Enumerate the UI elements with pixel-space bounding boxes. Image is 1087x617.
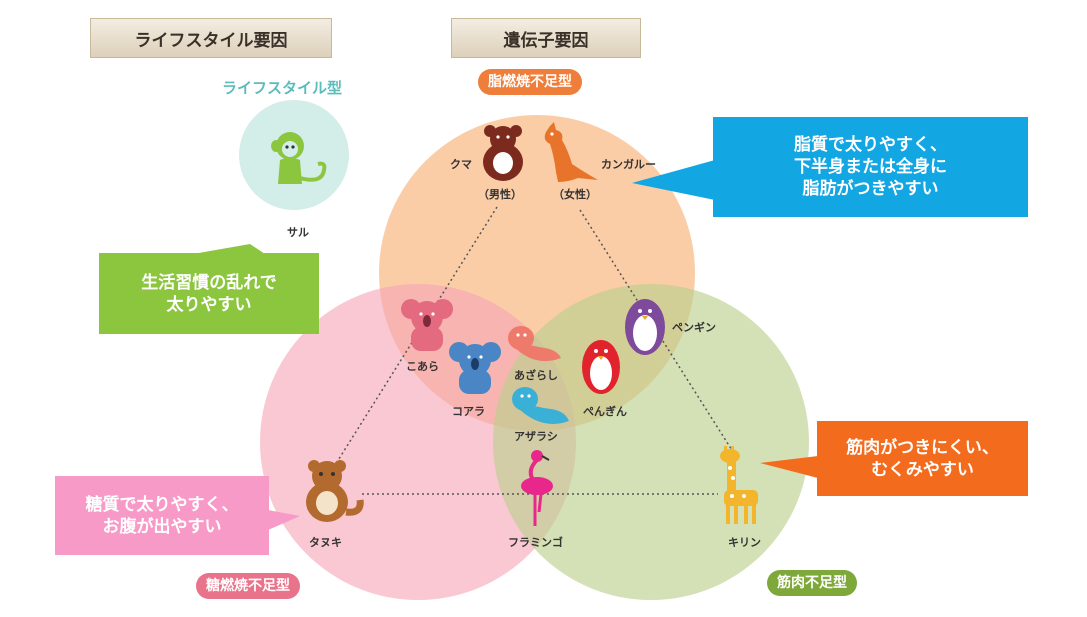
tanuki-label: タヌキ: [309, 536, 342, 549]
muscle-callout: 筋肉がつきにくい、 むくみやすい: [817, 421, 1028, 496]
lifestyle-callout-line: 太りやすい: [166, 294, 252, 315]
muscle-type-label: 筋肉不足型: [767, 570, 857, 596]
penguin-icon: [625, 299, 665, 355]
sugar-callout: 糖質で太りやすく、 お腹が出やすい: [55, 476, 269, 555]
lifestyle-factor-header: ライフスタイル要因: [90, 18, 332, 58]
monkey-label: サル: [287, 226, 309, 239]
sugar-callout-line: お腹が出やすい: [102, 516, 222, 537]
muscle-callout-line: むくみやすい: [871, 459, 974, 480]
callout-pointer: [268, 510, 300, 530]
callout-pointer: [760, 456, 818, 478]
sugar-circle: [260, 284, 576, 600]
female-label: （女性）: [553, 188, 597, 201]
sugar-callout-line: 糖質で太りやすく、: [85, 494, 239, 515]
fat-callout: 脂質で太りやすく、 下半身または全身に 脂肪がつきやすい: [713, 117, 1028, 217]
kangaroo-label: カンガルー: [601, 158, 656, 171]
red-penguin-icon: [582, 340, 620, 394]
kangaroo-icon: [544, 122, 598, 182]
penguin-label: ペンギン: [672, 321, 716, 334]
fat-callout-line: 脂質で太りやすく、: [794, 135, 947, 155]
blue-seal-icon: [512, 387, 569, 424]
pink-koala-label: こあら: [406, 360, 439, 373]
genetic-factor-header: 遺伝子要因: [451, 18, 641, 58]
flamingo-label: フラミンゴ: [508, 536, 563, 549]
giraffe-label: キリン: [728, 536, 761, 549]
bear-label: クマ: [450, 158, 472, 171]
callout-pointer: [632, 160, 715, 200]
pink-koala-icon: [401, 299, 453, 351]
giraffe-icon: [720, 446, 758, 524]
bear-icon: [483, 125, 523, 181]
pink-seal-icon: [508, 326, 561, 362]
blue-koala-icon: [449, 342, 501, 394]
fat-callout-line: 下半身または全身に: [794, 157, 947, 177]
monkey-icon: [271, 132, 327, 184]
callout-pointer: [193, 244, 265, 254]
pink-seal-label: あざらし: [514, 369, 558, 382]
fat-type-label: 脂燃焼不足型: [478, 69, 582, 95]
muscle-callout-line: 筋肉がつきにくい、: [846, 437, 999, 458]
red-penguin-label: ぺんぎん: [583, 405, 627, 418]
lifestyle-type-title: ライフスタイル型: [222, 79, 343, 97]
blue-koala-label: コアラ: [452, 405, 485, 418]
male-label: （男性）: [478, 188, 522, 201]
tanuki-icon: [306, 460, 364, 522]
fat-callout-line: 脂肪がつきやすい: [802, 179, 939, 199]
connector-line: [579, 209, 736, 456]
blue-seal-label: アザラシ: [514, 430, 558, 443]
lifestyle-callout-line: 生活習慣の乱れで: [141, 272, 277, 293]
lifestyle-callout: 生活習慣の乱れで 太りやすい: [99, 253, 319, 334]
sugar-type-label: 糖燃焼不足型: [196, 573, 300, 599]
flamingo-icon: [521, 450, 553, 526]
